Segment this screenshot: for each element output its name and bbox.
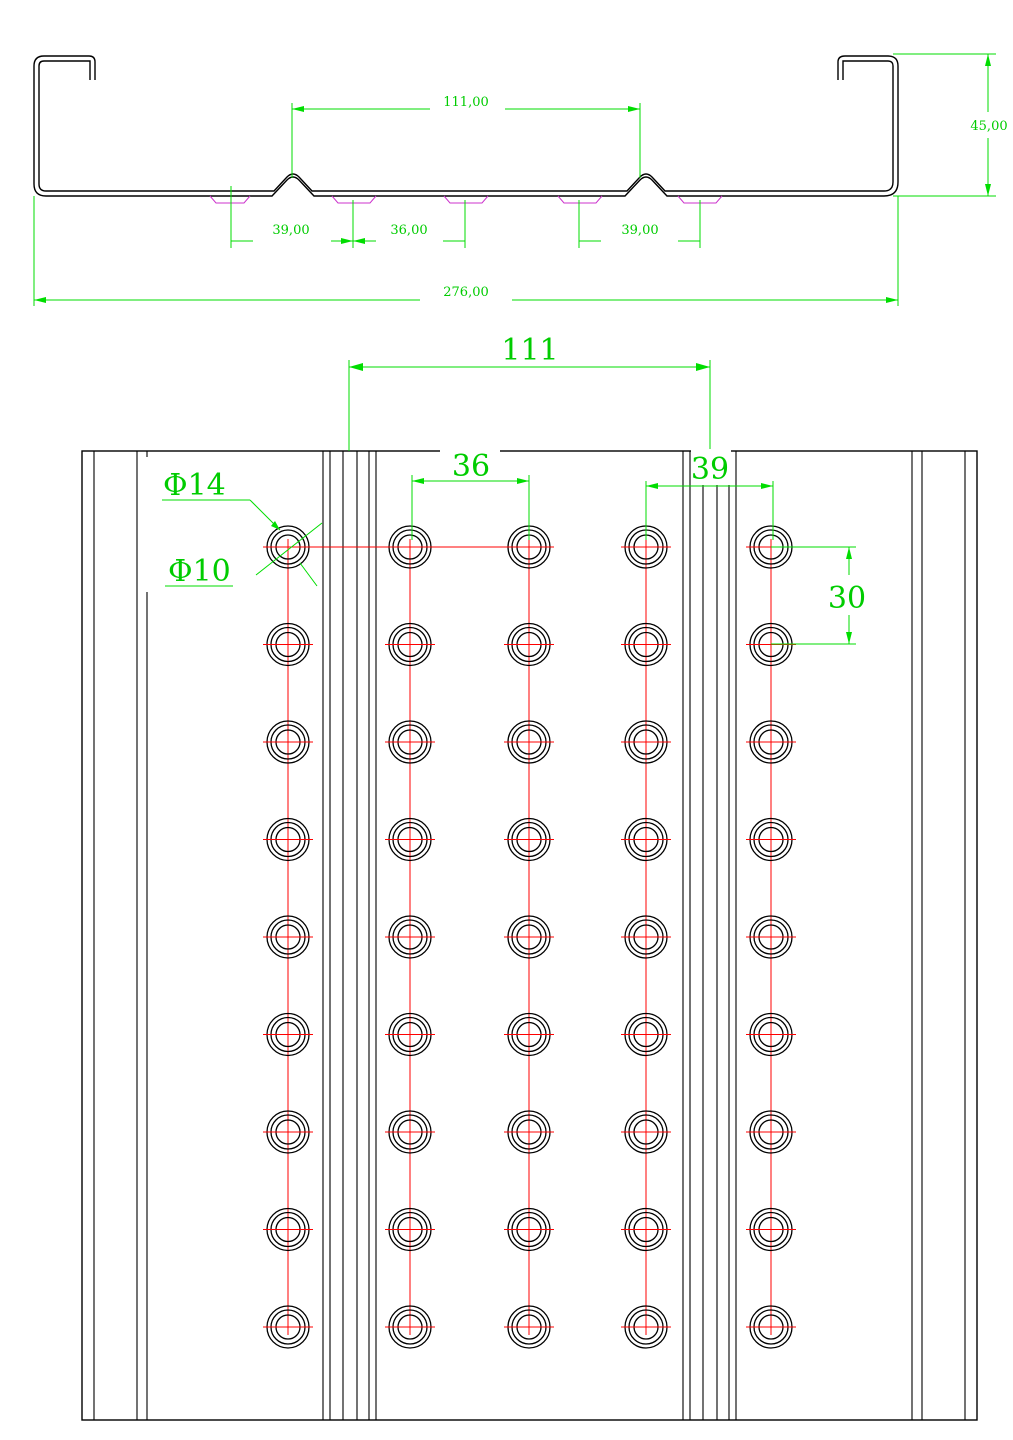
hole [263, 1207, 313, 1252]
dim-height-section: 45,00 [893, 53, 1008, 197]
hole [621, 1012, 671, 1057]
dim-label-111-00: 111,00 [443, 95, 489, 110]
hole [385, 1110, 435, 1154]
dim-rib-spacing-section: 111,00 [291, 95, 641, 178]
hole [263, 817, 313, 862]
dim-label-phi14: Φ14 [163, 468, 226, 503]
dim-rib-spacing-plan: 111 [348, 333, 711, 451]
plan-view: 111 36 39 [81, 333, 978, 1421]
hole [504, 1012, 554, 1057]
dim-overall-width-section: 276,00 [33, 196, 899, 306]
hole [385, 817, 435, 862]
hole [504, 1305, 554, 1349]
hole [385, 622, 435, 667]
dim-rib-to-hole-plan: 39 [645, 449, 774, 540]
profile-inner-line [38, 60, 894, 192]
hole [385, 525, 435, 569]
hole [263, 622, 313, 667]
hole [504, 622, 554, 667]
hole [746, 1305, 796, 1349]
hole [263, 915, 313, 959]
hole [504, 817, 554, 862]
hole [504, 915, 554, 959]
bend-lines [93, 451, 966, 1420]
dim-row-pitch-plan: 30 [771, 546, 866, 645]
dim-hole-pitch-plan: 36 [411, 447, 530, 540]
hole [621, 1110, 671, 1154]
hole [746, 1012, 796, 1057]
dim-label-39-00-right: 39,00 [621, 223, 658, 238]
dim-label-36-00: 36,00 [390, 223, 427, 238]
embossed-holes-section [209, 195, 723, 204]
hole [263, 1110, 313, 1154]
dim-label-111: 111 [501, 333, 558, 368]
hole [621, 720, 671, 764]
hole [385, 915, 435, 959]
hole [385, 1012, 435, 1057]
hole [621, 817, 671, 862]
section-view: 111,00 45,00 39,00 36, [33, 53, 1008, 306]
hole [263, 1305, 313, 1349]
dim-label-36: 36 [452, 449, 490, 484]
hole [746, 1207, 796, 1252]
dim-label-39: 39 [691, 452, 729, 487]
hole [504, 1110, 554, 1154]
hole [504, 1207, 554, 1252]
hole [621, 622, 671, 667]
hole [385, 1305, 435, 1349]
hole [263, 525, 313, 569]
dim-label-phi10: Φ10 [168, 554, 231, 589]
plan-outline [81, 450, 978, 1421]
dim-hole-offsets-section: 39,00 36,00 39,00 [230, 186, 701, 248]
hole [746, 1110, 796, 1154]
dim-diameters-plan: Φ14 Φ10 [140, 457, 323, 592]
hole [746, 720, 796, 764]
profile-outer-line [33, 55, 899, 197]
hole [504, 720, 554, 764]
hole [621, 1305, 671, 1349]
hole [746, 915, 796, 959]
hole [385, 720, 435, 764]
hole [263, 1012, 313, 1057]
hole [621, 1207, 671, 1252]
hole [621, 915, 671, 959]
hole [263, 720, 313, 764]
hole [385, 1207, 435, 1252]
dim-label-30: 30 [828, 581, 866, 616]
dim-label-39-00-left: 39,00 [272, 223, 309, 238]
dim-label-276-00: 276,00 [443, 285, 489, 300]
hole [746, 817, 796, 862]
dim-label-45-00: 45,00 [970, 119, 1007, 134]
